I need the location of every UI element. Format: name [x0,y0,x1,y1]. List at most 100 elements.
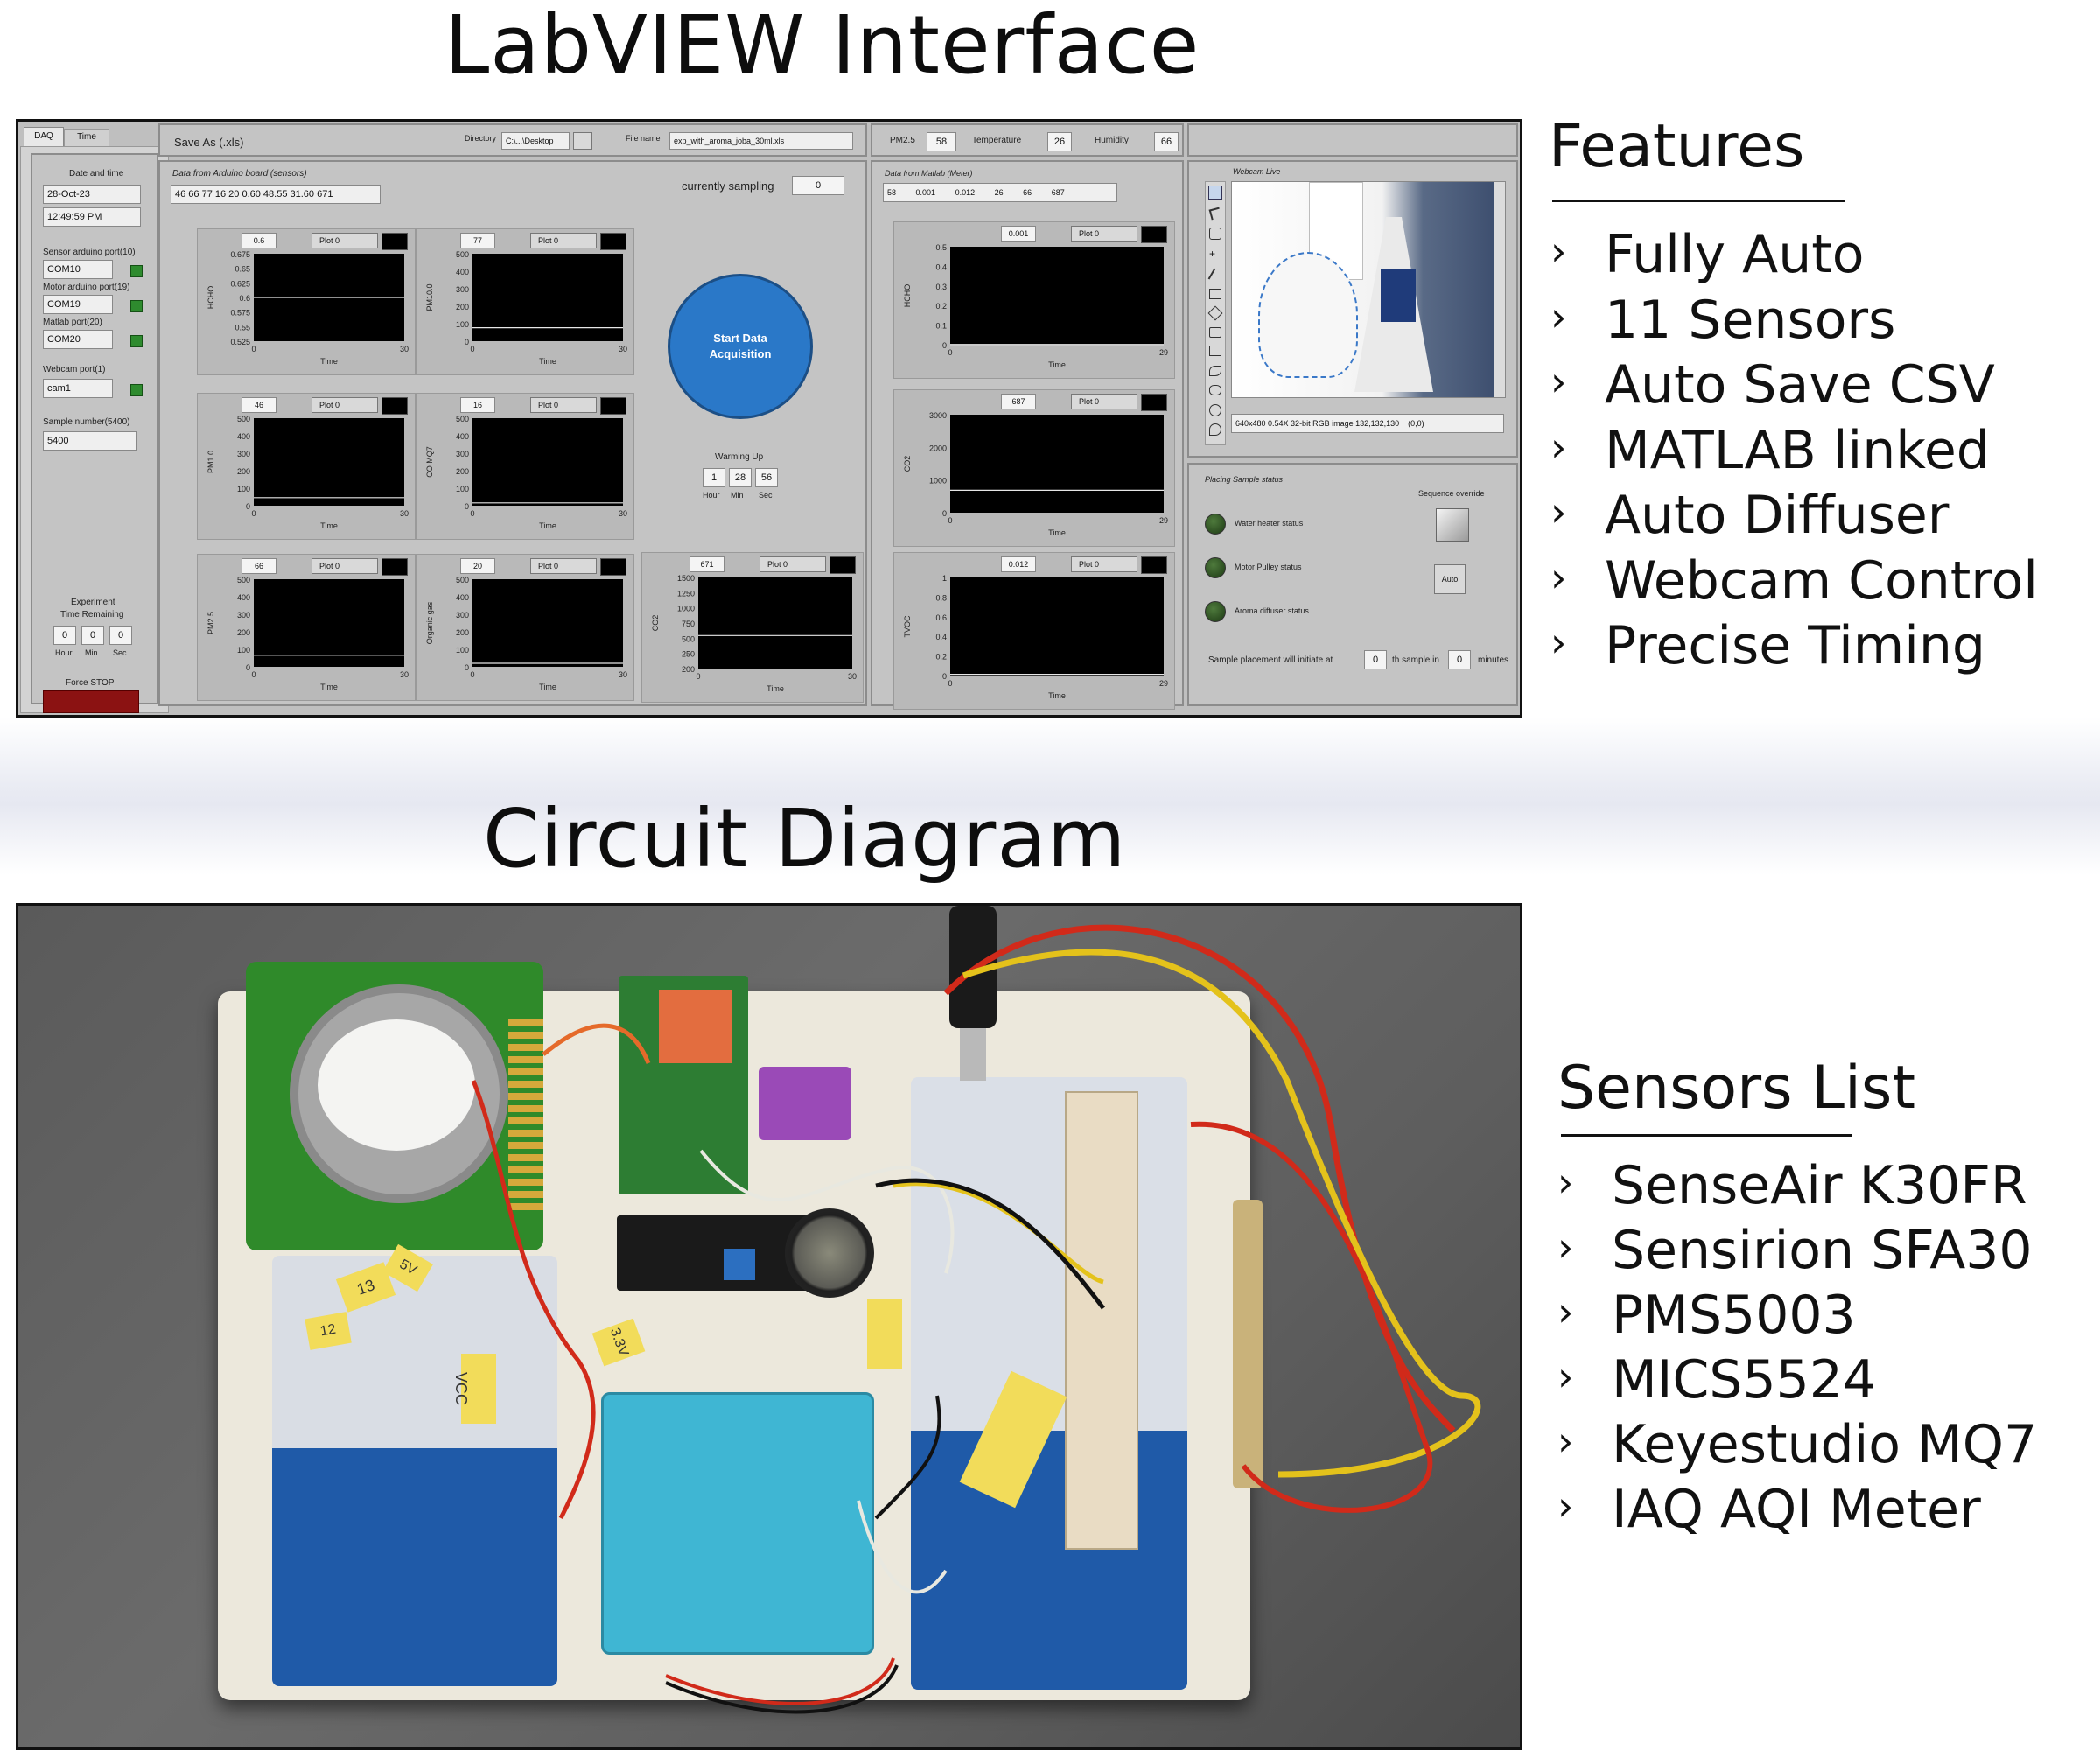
chevron-right-icon: › [1558,1482,1574,1530]
oval-tool-icon[interactable] [1209,404,1222,416]
motor-port-select[interactable]: COM19 [43,295,113,314]
sensor-item: MICS5524 [1612,1349,1877,1410]
webcam-scrollbar[interactable] [1494,182,1505,397]
sensor-port-select[interactable]: COM10 [43,260,113,279]
plot-legend-icon[interactable] [600,558,626,576]
plot-legend[interactable]: Plot 0 [312,558,378,574]
y-tick-label: 0.5 [935,243,947,252]
plot-legend[interactable]: Plot 0 [1071,394,1138,410]
polyline-tool-icon[interactable] [1209,346,1221,356]
plot-legend[interactable]: Plot 0 [530,558,597,574]
sample-number-input[interactable]: 5400 [43,431,137,451]
filename-field[interactable]: exp_with_aroma_joba_30ml.xls [669,132,853,150]
sensor-item: PMS5003 [1612,1284,1856,1346]
plot-legend[interactable]: Plot 0 [312,397,378,413]
y-tick-label: 0.6 [935,613,947,622]
y-tick-label: 0.8 [935,593,947,602]
plot-legend[interactable]: Plot 0 [1071,226,1138,242]
y-tick-label: 1000 [677,605,695,613]
y-tick-label: 500 [456,576,469,584]
annulus-tool-icon[interactable] [1209,327,1222,338]
y-tick-label: 0 [246,663,250,672]
x-axis-label: Time [320,522,338,530]
tab-daq[interactable]: DAQ [24,127,64,148]
water-heater-led [1205,514,1226,535]
plot-legend-icon[interactable] [382,233,408,250]
plot-legend[interactable]: Plot 0 [530,233,597,248]
save-as-label: Save As (.xls) [174,136,244,149]
k30-lamp [659,990,732,1063]
pm25-value: 58 [927,132,956,151]
y-tick-label: 300 [237,611,250,620]
rect-tool-icon[interactable] [1209,289,1222,299]
y-tick-label: 750 [682,620,695,628]
crosshair-tool-icon[interactable]: + [1209,248,1216,260]
time-field[interactable]: 12:49:59 PM [43,207,141,227]
sensor-item: SenseAir K30FR [1612,1155,2027,1216]
sample-number-label: Sample number(5400) [43,417,130,427]
plot-legend[interactable]: Plot 0 [760,556,826,572]
save-bar: Save As (.xls) Directory C:\...\Desktop … [158,123,867,157]
webcam-image [1231,181,1506,398]
y-tick-label: 500 [682,634,695,643]
chart-value: 0.6 [242,233,276,248]
arc-tool-icon[interactable] [1209,424,1222,436]
wiring [471,924,1481,1714]
filename-label: File name [626,134,661,143]
x-axis-label: Time [766,684,784,693]
plot-legend[interactable]: Plot 0 [530,397,597,413]
pms5003-sensor [601,1392,874,1655]
start-data-acquisition-button[interactable]: Start Data Acquisition [668,274,813,419]
auto-button[interactable]: Auto [1434,564,1466,594]
plot-legend-icon[interactable] [600,397,626,415]
sequence-override-label: Sequence override [1418,489,1485,498]
plot-legend-icon[interactable] [382,558,408,576]
force-stop-button[interactable] [43,690,139,713]
plot-legend-icon[interactable] [830,556,856,574]
folder-browse-icon[interactable] [573,132,592,150]
remaining-hour: 0 [53,626,76,645]
webcam-port-select[interactable]: cam1 [43,379,113,398]
image-toolbar[interactable]: + [1205,181,1226,445]
chart-value: 66 [242,558,276,574]
y-tick-label: 0 [465,663,469,672]
x-tick-label: 30 [400,345,409,354]
polygon-tool-icon[interactable] [1209,385,1222,396]
pan-tool-icon[interactable] [1209,228,1222,240]
chevron-right-icon: › [1558,1353,1574,1400]
white-wire [699,1149,955,1274]
matlab-value: 0.012 [955,188,976,197]
freehand-tool-icon[interactable] [1209,366,1222,376]
plot-legend-icon[interactable] [1141,556,1167,574]
force-stop-label: Force STOP [66,678,115,688]
zoom-tool-icon[interactable] [1208,186,1222,200]
plot-legend[interactable]: Plot 0 [1071,556,1138,572]
orange-wire [542,1023,651,1064]
plot-area [472,254,623,341]
plot-legend[interactable]: Plot 0 [312,233,378,248]
sfa30-pins [508,1019,543,1212]
mq7-potentiometer [724,1249,755,1280]
matlab-port-select[interactable]: COM20 [43,330,113,349]
plot-legend-icon[interactable] [1141,226,1167,243]
directory-field[interactable]: C:\...\Desktop [501,132,570,150]
tape-label: VCC [452,1354,496,1424]
motor-pulley-label: Motor Pulley status [1235,563,1302,571]
x-tick-label: 0 [470,345,474,354]
plot-legend-icon[interactable] [1141,394,1167,411]
plot-legend-icon[interactable] [382,397,408,415]
plot-legend-icon[interactable] [600,233,626,250]
temperature-label: Temperature [972,136,1022,145]
matlab-value: 26 [994,188,1004,197]
empty-bar [1187,123,1518,157]
y-tick-label: 500 [237,576,250,584]
x-tick-label: 29 [1159,679,1168,688]
y-axis-label: CO2 [903,456,912,472]
sequence-override-button[interactable] [1436,508,1469,542]
date-field[interactable]: 28-Oct-23 [43,185,141,204]
